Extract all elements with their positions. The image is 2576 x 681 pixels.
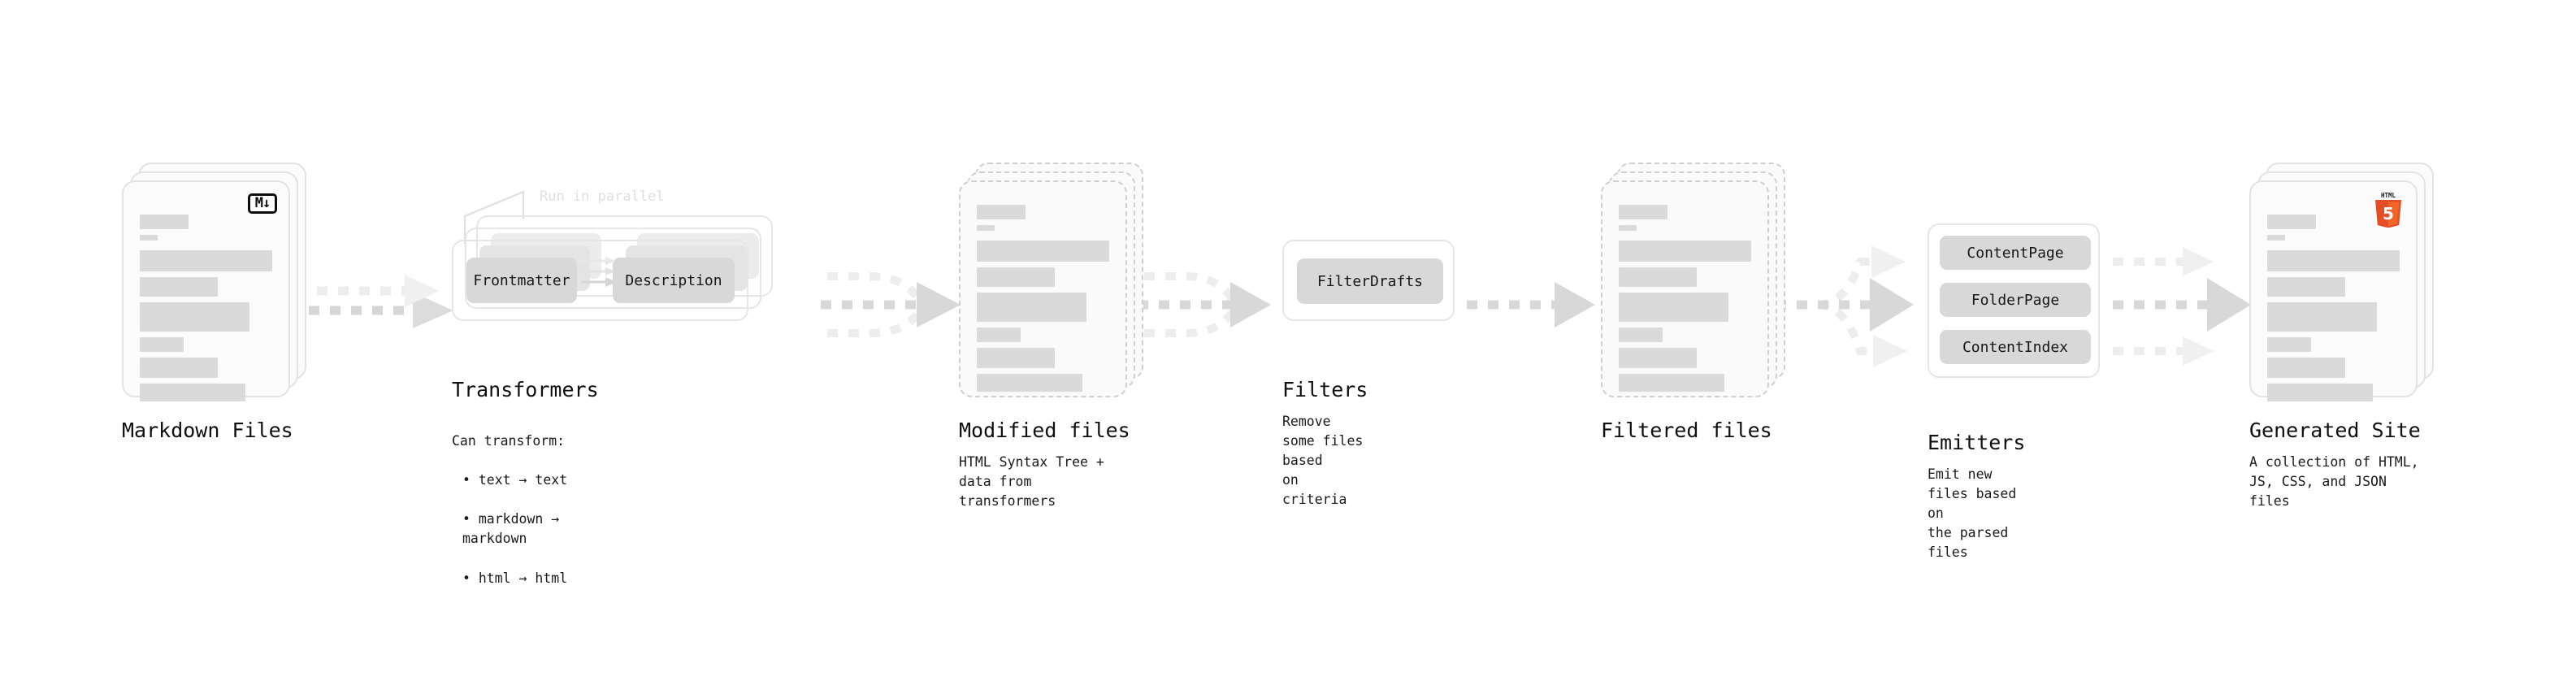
emitter-pill-contentpage[interactable]: ContentPage [1940, 236, 2091, 270]
filter-pill-filterdrafts[interactable]: FilterDrafts [1297, 258, 1443, 304]
doc-line [140, 302, 250, 332]
stage-title: Generated Site [2249, 419, 2421, 442]
arrow-markdown-to-transformers [309, 275, 453, 328]
doc-line [1619, 241, 1751, 262]
doc-line [977, 241, 1109, 262]
arrow-transformers-to-modified [821, 272, 961, 337]
transform-item: • text → text [462, 472, 568, 488]
caption-emitters: Emitters Emit new files based on the par… [1928, 431, 2025, 562]
transformer-pill-description[interactable]: Description [613, 258, 735, 303]
html5-icon: HTML 5 [2372, 190, 2405, 228]
doc-line [977, 267, 1056, 287]
doc-line [140, 384, 246, 401]
caption-transformers: Transformers Can transform: • text → tex… [452, 378, 599, 608]
markdown-card-front: M↓ [122, 180, 290, 401]
stage-description: Emit new files based on the parsed files [1928, 466, 2017, 561]
stage-title: Emitters [1928, 431, 2026, 454]
arrow-filtered-to-emitters [1776, 245, 1914, 367]
stage-description: HTML Syntax Tree + data from transformer… [959, 454, 1104, 510]
doc-line [2267, 235, 2285, 241]
stage-title: Filtered files [1601, 419, 1772, 442]
doc-line [2267, 358, 2346, 378]
doc-line [977, 205, 1026, 219]
transform-item: • html → html [462, 570, 568, 586]
document-preview-lines [977, 205, 1109, 397]
stage-title: Markdown Files [122, 419, 293, 442]
filters-box: FilterDrafts [1282, 240, 1455, 321]
doc-line [2267, 302, 2378, 332]
stage-description: A collection of HTML, JS, CSS, and JSON … [2249, 454, 2419, 510]
stage-title: Filters [1282, 378, 1368, 401]
emitter-pill-folderpage[interactable]: FolderPage [1940, 283, 2091, 317]
modified-card-front [959, 180, 1127, 397]
doc-line [1619, 327, 1663, 342]
caption-markdown-files: Markdown Files [122, 419, 293, 453]
caption-modified-files: Modified files HTML Syntax Tree + data f… [959, 419, 1130, 511]
doc-line [140, 337, 184, 352]
caption-filtered-files: Filtered files [1601, 419, 1772, 453]
doc-line [2267, 384, 2374, 401]
arrow-filters-to-filtered [1467, 282, 1595, 327]
doc-line [140, 358, 219, 378]
arrow-emitters-to-site [2113, 247, 2251, 366]
doc-line [2267, 215, 2316, 229]
doc-line [2267, 337, 2311, 352]
run-in-parallel-bracket [463, 190, 525, 244]
arrow-modified-to-filters [1138, 272, 1271, 337]
site-card-html: HTML 5 [2249, 180, 2418, 401]
doc-line [140, 277, 219, 297]
filtered-card-front [1601, 180, 1769, 397]
stage-description: Can transform: • text → text • markdown … [452, 412, 599, 608]
doc-line [1619, 293, 1729, 322]
document-preview-lines [2267, 215, 2400, 407]
emitter-pill-contentindex[interactable]: ContentIndex [1940, 330, 2091, 364]
doc-line [140, 235, 158, 241]
stage-title: Modified files [959, 419, 1130, 442]
doc-line [1619, 267, 1698, 287]
doc-line [140, 250, 272, 271]
doc-line [977, 293, 1087, 322]
stage-description: Remove some files based on criteria [1282, 414, 1364, 508]
transformer-pill-frontmatter[interactable]: Frontmatter [466, 258, 577, 303]
doc-line [977, 348, 1056, 368]
doc-line [2267, 250, 2400, 271]
document-preview-lines [1619, 205, 1751, 397]
doc-line [1619, 205, 1667, 219]
run-in-parallel-label: Run in parallel [540, 189, 665, 205]
doc-line [977, 225, 995, 231]
svg-text:5: 5 [2383, 204, 2394, 223]
doc-line [1619, 374, 1725, 392]
transform-item: • markdown → markdown [462, 511, 560, 547]
doc-line [1619, 225, 1637, 231]
document-preview-lines [140, 215, 272, 407]
doc-line [1619, 348, 1698, 368]
doc-line [2267, 277, 2346, 297]
transform-intro: Can transform: [452, 433, 566, 449]
caption-generated-site: Generated Site A collection of HTML, JS,… [2249, 419, 2421, 511]
emitters-box: ContentPage FolderPage ContentIndex [1928, 223, 2100, 378]
markdown-icon: M↓ [248, 193, 277, 214]
transformer-box-front: Frontmatter Description [452, 240, 748, 321]
doc-line [977, 327, 1021, 342]
doc-line [140, 215, 189, 229]
svg-text:HTML: HTML [2381, 192, 2396, 199]
caption-filters: Filters Remove some files based on crite… [1282, 378, 1368, 510]
doc-line [977, 374, 1083, 392]
stage-title: Transformers [452, 378, 599, 401]
arrow-frontmatter-to-description [581, 257, 617, 287]
